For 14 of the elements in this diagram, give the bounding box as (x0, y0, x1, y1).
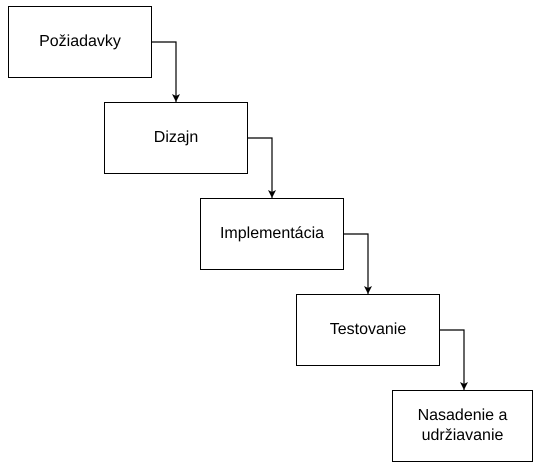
process-box (104, 102, 248, 174)
process-box (8, 6, 152, 78)
box-label: Nasadenie a udržiavanie (416, 406, 508, 446)
box-label: Požiadavky (39, 32, 121, 52)
process-box (296, 294, 440, 366)
box-label: Testovanie (330, 320, 406, 340)
process-box (392, 390, 533, 462)
arrow (344, 233, 372, 294)
arrow (248, 137, 276, 198)
arrow (440, 329, 468, 390)
arrow (152, 41, 180, 102)
process-box (200, 198, 344, 270)
box-label: Dizajn (154, 128, 198, 148)
box-label: Implementácia (220, 224, 324, 244)
